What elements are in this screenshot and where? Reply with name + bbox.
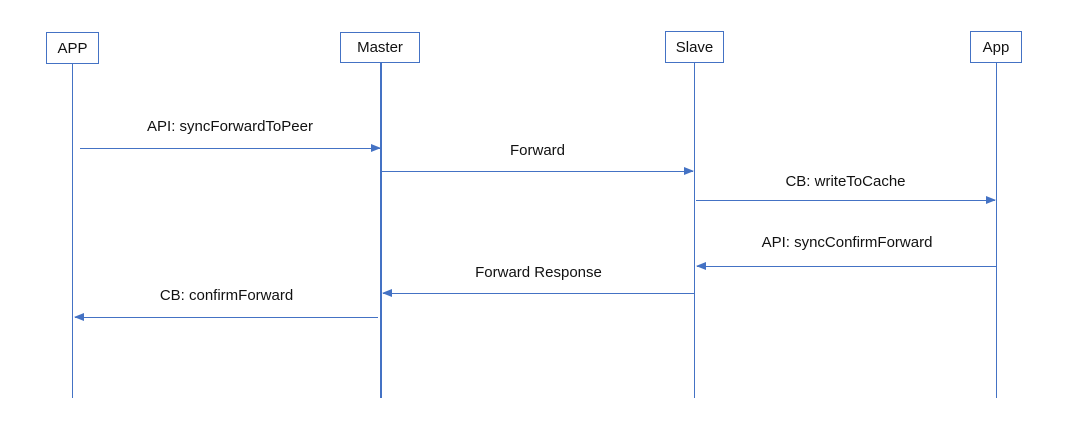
arrowhead-left-icon: [696, 262, 706, 270]
actor-label: App: [982, 38, 1010, 56]
message-write-to-cache: CB: writeToCache: [696, 172, 996, 204]
message-arrow: [696, 262, 997, 270]
actor-box-app-left: APP: [46, 32, 99, 64]
message-sync-forward-to-peer: API: syncForwardToPeer: [80, 117, 381, 152]
actor-box-slave: Slave: [665, 31, 724, 63]
arrowhead-left-icon: [74, 313, 84, 321]
actor-label: Slave: [675, 38, 714, 56]
message-label: CB: writeToCache: [785, 173, 906, 190]
message-arrow: [696, 196, 996, 204]
message-forward-response: Forward Response: [382, 263, 694, 297]
arrowhead-left-icon: [382, 289, 392, 297]
lifeline-app-right: [995, 63, 997, 398]
message-confirm-forward: CB: confirmForward: [74, 286, 378, 321]
message-label: CB: confirmForward: [159, 287, 294, 304]
message-forward: Forward: [382, 141, 694, 175]
arrowhead-right-icon: [684, 167, 694, 175]
arrowhead-right-icon: [986, 196, 996, 204]
message-label: API: syncForwardToPeer: [147, 118, 313, 135]
lifeline-app-left: [71, 64, 73, 398]
message-arrow: [382, 289, 694, 297]
message-label: Forward: [509, 142, 565, 159]
message-label: Forward Response: [475, 264, 602, 281]
message-sync-confirm-forward: API: syncConfirmForward: [696, 233, 997, 270]
arrowhead-right-icon: [371, 144, 381, 152]
message-label: API: syncConfirmForward: [761, 234, 933, 251]
message-arrow: [382, 167, 694, 175]
message-arrow: [80, 144, 381, 152]
lifeline-slave: [693, 63, 695, 398]
message-arrow: [74, 313, 378, 321]
actor-label: Master: [357, 39, 403, 56]
actor-box-master: Master: [340, 32, 420, 63]
actor-label: APP: [57, 39, 88, 57]
actor-box-app-right: App: [970, 31, 1022, 63]
lifeline-master: [380, 63, 382, 398]
